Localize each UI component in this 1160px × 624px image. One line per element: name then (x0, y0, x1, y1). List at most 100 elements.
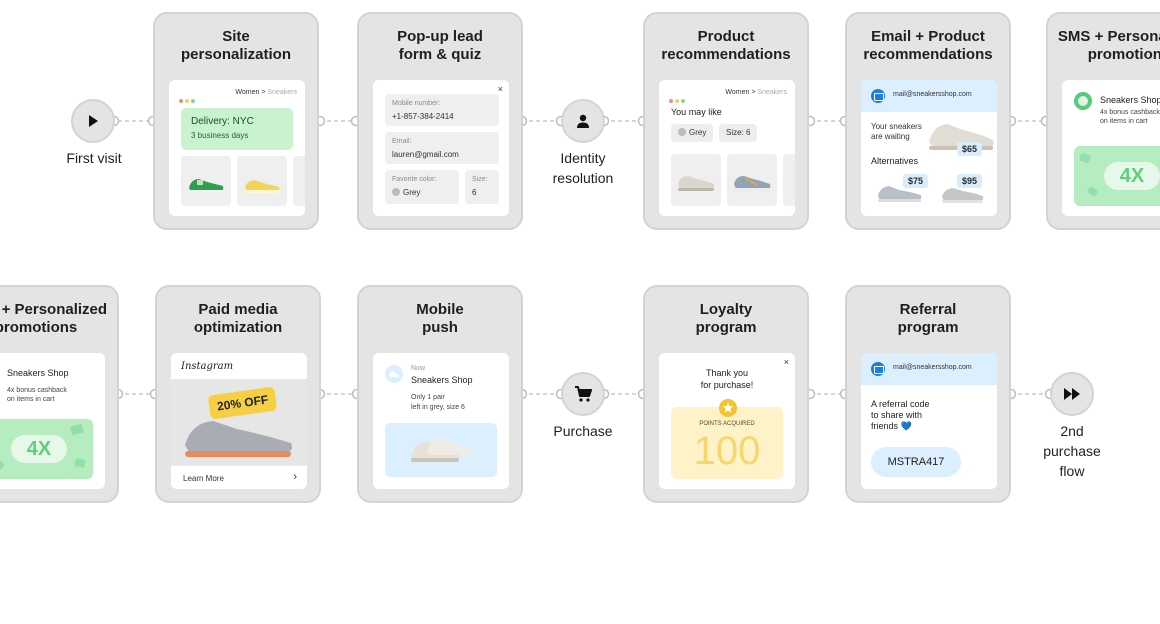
push-sender: Sneakers Shop (411, 375, 473, 385)
star-shape (722, 402, 734, 413)
window-dots (179, 90, 197, 108)
email-address: mail@sneakersshop.com (893, 91, 972, 98)
referral-screen: mail@sneakersshop.com A referral code to… (861, 353, 997, 489)
field-value-row: Grey (392, 187, 452, 198)
alternatives-heading: Alternatives (871, 156, 919, 166)
sneaker-grey-icon (678, 176, 715, 191)
product-tile-yellow[interactable] (237, 156, 287, 206)
field-value: Grey (403, 188, 421, 197)
product-tile-green[interactable] (181, 156, 231, 206)
you-may-like-heading: You may like (671, 107, 722, 117)
field-label: Favorite color: (392, 176, 437, 183)
points-panel: POINTS ACQUIRED 100 (671, 399, 783, 479)
product-recommendations-card: Product recommendations Women > Sneakers… (643, 12, 809, 230)
cart-icon (575, 386, 592, 402)
field-value: 6 (472, 188, 477, 197)
person-icon (577, 114, 589, 128)
field-label: Size: (472, 176, 488, 183)
chip-label: Grey (689, 128, 707, 137)
popup-lead-form-card: Pop-up lead form & quiz × Mobile number:… (357, 12, 523, 230)
fast-forward-icon (1064, 388, 1080, 400)
price-tag: $95 (957, 174, 983, 188)
field-label: Mobile number: (392, 100, 441, 107)
delivery-banner: Delivery: NYC 3 business days (181, 108, 293, 150)
loyalty-program-card: Loyalty program × Thank you for purchase… (643, 285, 809, 503)
second-purchase-flow-label: 2nd purchase flow (1043, 423, 1101, 479)
sms-promotions-card-bottom: SMS + Personalized promotions Sneakers S… (0, 285, 119, 503)
sms-sender: Sneakers Shop (7, 368, 69, 378)
card-title: Paid media optimization (193, 301, 283, 336)
close-icon[interactable]: × (497, 84, 503, 94)
mobile-number-field[interactable]: Mobile number: +1-857-384-2414 (385, 94, 499, 126)
card-title: SMS + Personalized promotions (0, 301, 108, 336)
product-tile-blue[interactable] (727, 154, 777, 206)
grey-swatch-icon (392, 188, 400, 196)
grey-swatch-icon (678, 128, 686, 136)
referral-text: A referral code to share with friends 💙 (871, 399, 930, 431)
delivery-sub: 3 business days (191, 131, 249, 140)
product-tile-grey[interactable] (671, 154, 721, 206)
instagram-screen: Instagram 20% OFF Learn More › (171, 353, 307, 489)
instagram-wordmark: Instagram (181, 361, 234, 372)
referral-code[interactable]: MSTRA417 (871, 447, 961, 477)
breadcrumb: Women > Sneakers (725, 89, 787, 96)
mail-icon (871, 89, 885, 103)
site-screen: Women > Sneakers Delivery: NYC 3 busines… (169, 80, 305, 216)
card-title: Product recommendations (661, 28, 791, 63)
card-title: Referral program (897, 301, 959, 336)
push-screen: Now Sneakers Shop Only 1 pair left in gr… (373, 353, 509, 489)
4x-badge: 4X (1104, 162, 1160, 190)
mail-icon (871, 362, 885, 376)
email-header: mail@sneakersshop.com (861, 80, 997, 112)
cashback-promo: 4X (1074, 146, 1160, 206)
email-header: mail@sneakersshop.com (861, 353, 997, 385)
first-visit-node (71, 99, 115, 143)
purchase-node (561, 372, 605, 416)
card-title: Loyalty program (695, 301, 757, 336)
card-title: Site personalization (180, 28, 292, 63)
sms-message: 4x bonus cashback on items in cart (7, 387, 67, 403)
chip-label: Size: 6 (726, 128, 751, 137)
purchase-label: Purchase (553, 423, 613, 439)
sneaker-green-icon (189, 179, 224, 193)
field-value: +1-857-384-2414 (392, 112, 454, 121)
card-title: Mobile push (416, 301, 464, 336)
crumb-sep: > (751, 89, 756, 96)
sneaker-alt-2-icon (942, 188, 984, 203)
product-tile-partial[interactable] (783, 154, 795, 206)
sms-sender: Sneakers Shop (1100, 95, 1160, 105)
color-chip[interactable]: Grey (671, 124, 714, 142)
crumb-sneakers: Sneakers (267, 89, 297, 96)
second-purchase-flow-node (1050, 372, 1094, 416)
sneaker-alt-1-icon (878, 186, 922, 202)
close-icon[interactable]: × (783, 357, 789, 367)
first-visit-label: First visit (66, 150, 122, 166)
sneaker-app-icon (389, 371, 399, 377)
sms-promotions-card-top: SMS + Personalized promotions Sneakers S… (1046, 12, 1160, 230)
star-icon (719, 399, 737, 417)
push-time: Now (411, 365, 426, 372)
email-screen: mail@sneakersshop.com Your sneakers are … (861, 80, 997, 216)
product-tile-partial[interactable] (293, 156, 305, 206)
delivery-title: Delivery: NYC (191, 116, 254, 127)
crumb-women: Women (725, 89, 750, 96)
4x-badge: 4X (11, 435, 67, 463)
paid-media-card: Paid media optimization Instagram 20% OF… (155, 285, 321, 503)
learn-more-link[interactable]: Learn More › (171, 465, 307, 489)
referral-program-card: Referral program mail@sneakersshop.com A… (845, 285, 1011, 503)
size-chip[interactable]: Size: 6 (719, 124, 758, 142)
email-field[interactable]: Email: lauren@gmail.com (385, 132, 499, 164)
favorite-color-field[interactable]: Favorite color: Grey (385, 170, 459, 204)
crumb-sep: > (261, 89, 266, 96)
sms-screen: Sneakers Shop 4x bonus cashback on items… (1062, 80, 1160, 216)
card-title: Pop-up lead form & quiz (397, 28, 483, 63)
recs-screen: Women > Sneakers You may like Grey Size:… (659, 80, 795, 216)
identity-resolution-label: Identity resolution (552, 150, 614, 186)
field-value: lauren@gmail.com (392, 150, 459, 159)
chevron-right-icon: › (293, 471, 297, 483)
play-icon (89, 115, 98, 127)
size-field[interactable]: Size: 6 (465, 170, 499, 204)
price-tag: $65 (957, 142, 983, 156)
sneaker-ad-icon (185, 421, 292, 457)
crumb-women: Women (235, 89, 260, 96)
